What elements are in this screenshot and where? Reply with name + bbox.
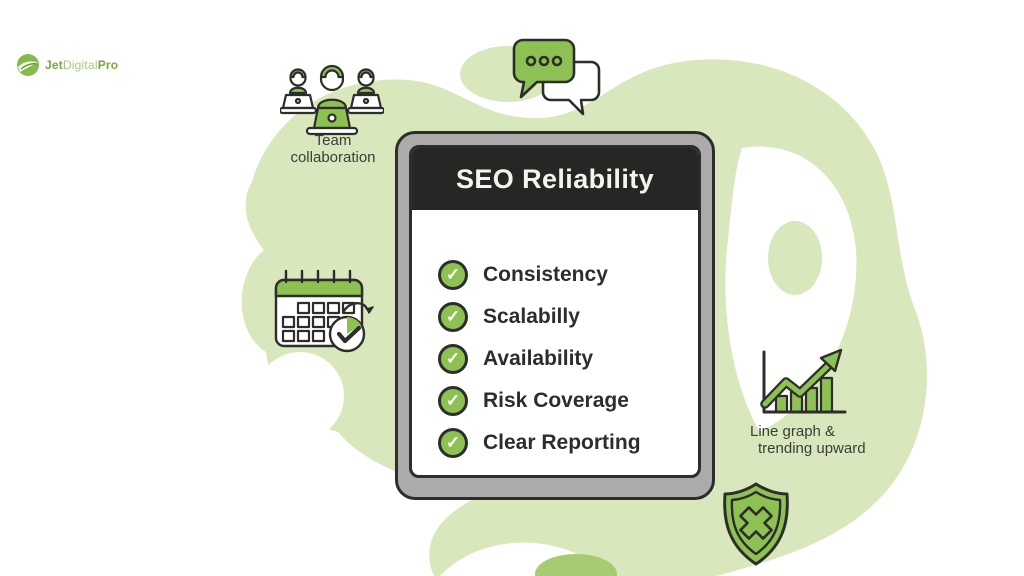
chat-bubbles-icon [512,38,601,116]
card-header: SEO Reliability [412,148,698,210]
checkmark-icon: ✓ [438,344,468,374]
graph-label-line2: trending upward [758,439,866,457]
graph-label-line1: Line graph & [750,423,836,440]
team-collaboration-icon [280,64,384,136]
checklist-item-label: Clear Reporting [483,431,641,454]
card-title: SEO Reliability [455,163,655,194]
brand-logo: JetDigitalPro [16,53,118,77]
checkmark-icon: ✓ [438,386,468,416]
checklist: ✓ Consistency ✓ Scalabilly ✓ Availabilit… [412,210,698,458]
checklist-item: ✓ Clear Reporting [438,428,698,458]
checklist-item: ✓ Consistency [438,260,698,290]
brand-name-part2: Digital [62,58,98,72]
line-graph-label: Line graph & trending upward [750,423,900,458]
checklist-item-label: Scalabilly [483,305,580,328]
leaf-globe-icon [17,54,39,76]
checklist-item-label: Risk Coverage [483,389,629,412]
checklist-item: ✓ Availability [438,344,698,374]
calendar-check-icon [274,269,374,353]
checklist-item: ✓ Scalabilly [438,302,698,332]
brand-name-part1: Jet [45,58,63,72]
checklist-item: ✓ Risk Coverage [438,386,698,416]
shield-x-icon [723,482,789,566]
checklist-item-label: Availability [483,347,594,370]
line-graph-icon [760,348,847,414]
seo-reliability-card: SEO Reliability ✓ Consistency ✓ Scalabil… [395,131,715,500]
checklist-item-label: Consistency [483,263,608,286]
team-collaboration-label: Team collaboration [264,132,402,167]
brand-name-part3: Pro [97,58,119,72]
brand-name: JetDigitalPro [45,58,118,72]
checkmark-icon: ✓ [438,260,468,290]
card-screen: SEO Reliability ✓ Consistency ✓ Scalabil… [409,145,701,478]
team-label-line2: collaboration [290,148,376,166]
team-label-line1: Team [314,132,352,149]
checkmark-icon: ✓ [438,302,468,332]
checkmark-icon: ✓ [438,428,468,458]
